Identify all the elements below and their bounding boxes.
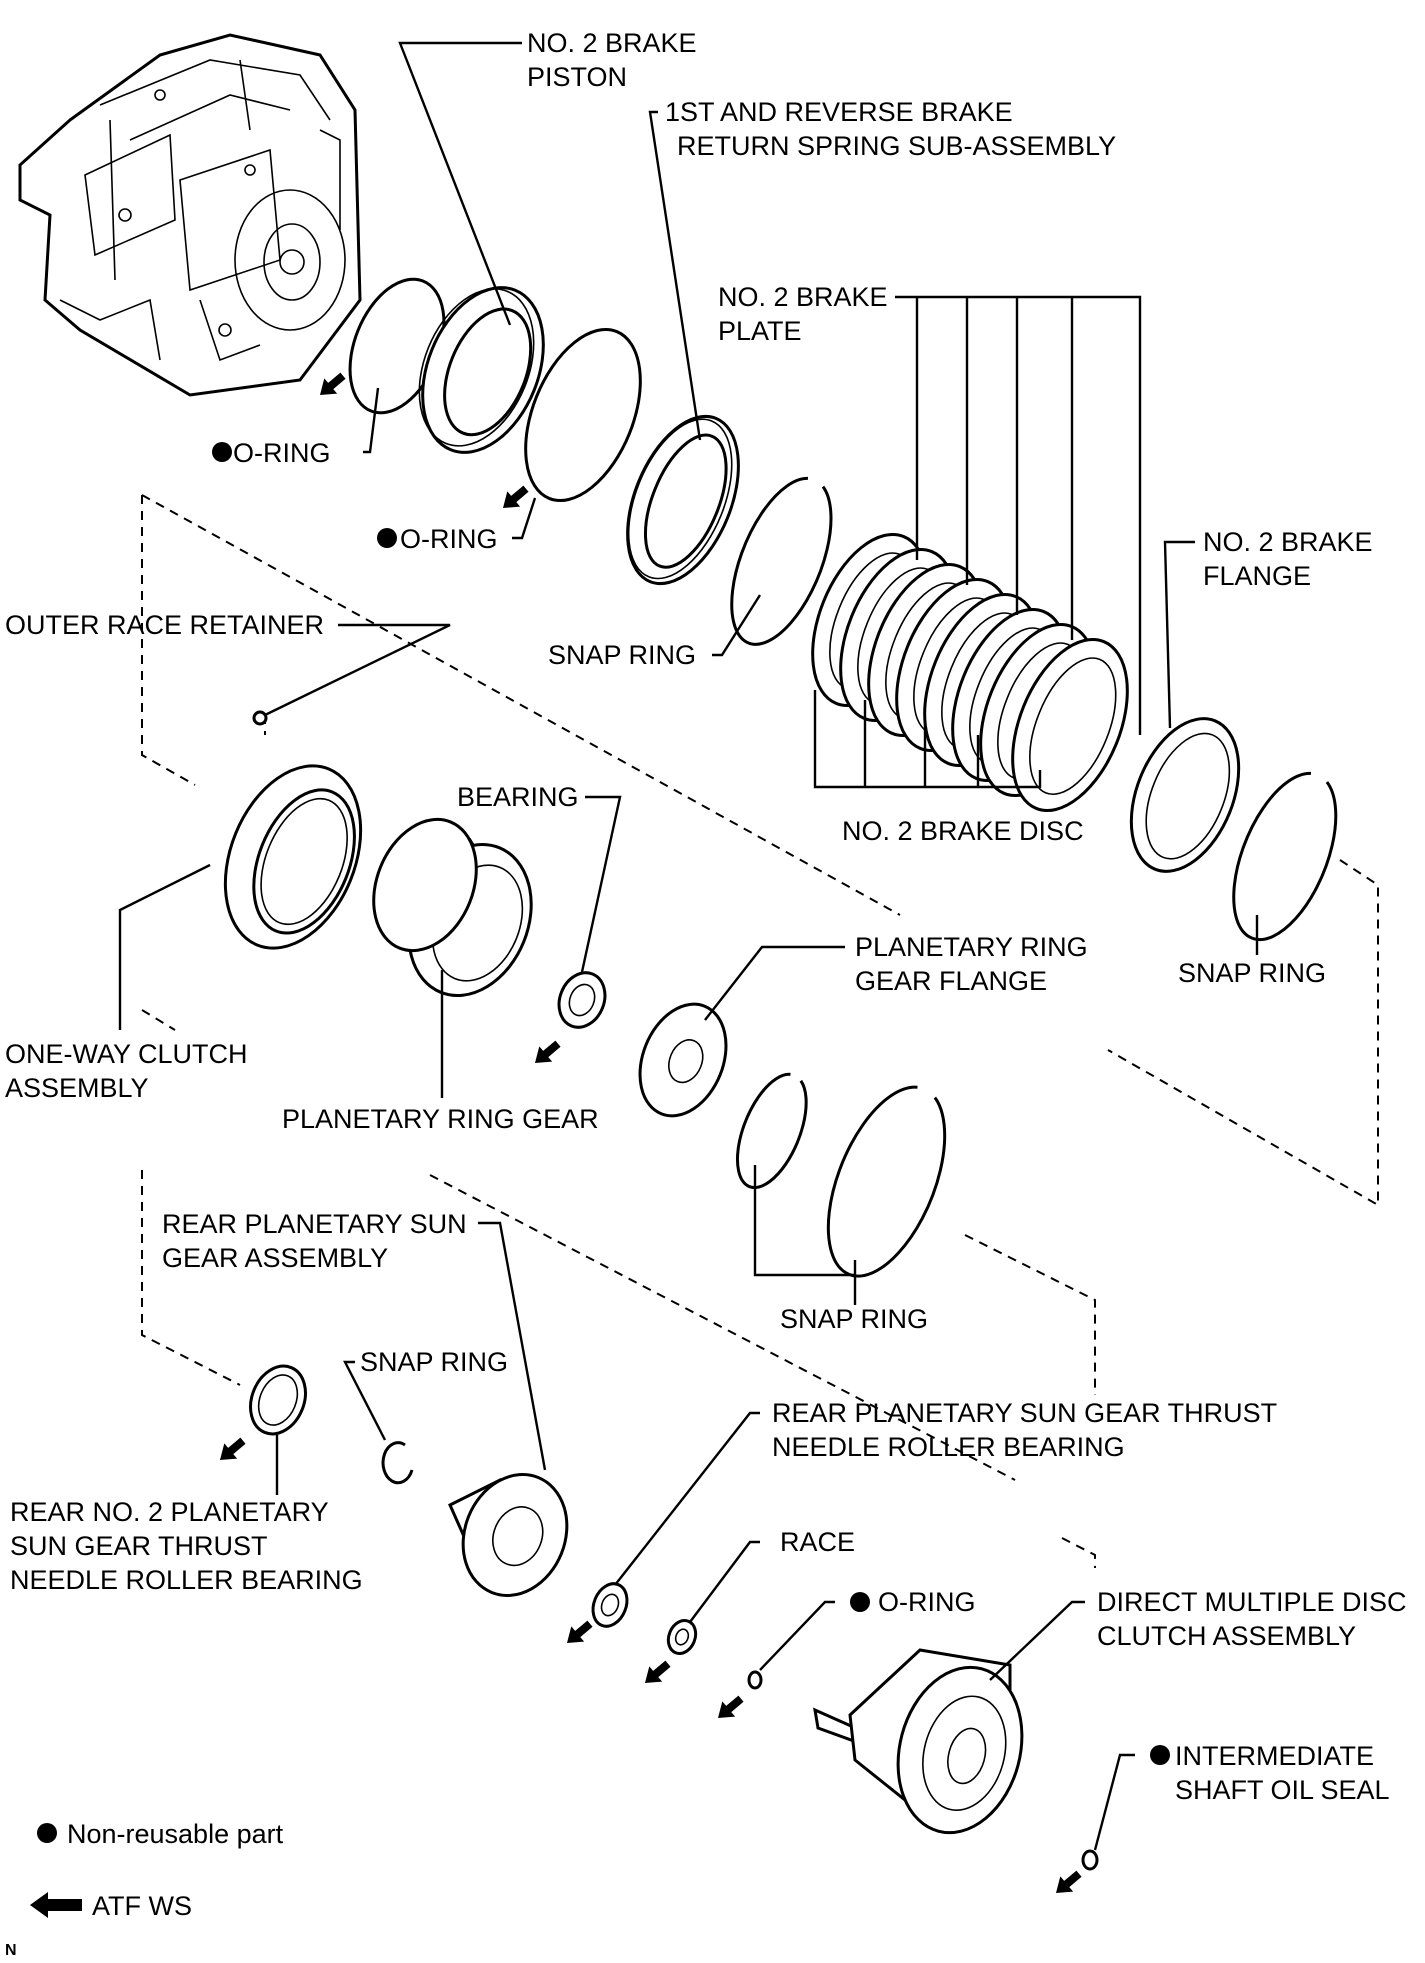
outer-race-retainer-part: [252, 710, 268, 726]
label-rear-no2-line1: REAR NO. 2 PLANETARY: [10, 1497, 329, 1527]
rear-no2-thrust-bearing-part: [249, 1364, 307, 1436]
atf-arrow-icon: [1056, 1870, 1082, 1893]
direct-clutch-part: [813, 1648, 1024, 1835]
parts: [223, 277, 1338, 1871]
atf-arrow-icon: [503, 485, 529, 508]
label-direct-clutch-line1: DIRECT MULTIPLE DISC: [1097, 1587, 1407, 1617]
label-no2-brake-flange-line2: FLANGE: [1203, 561, 1311, 591]
leader-lines: [118, 41, 1259, 1851]
legend: Non-reusable part ATF WS N: [5, 1819, 284, 1959]
label-snap-ring-1: SNAP RING: [548, 640, 696, 670]
planetary-ring-gear-part: [372, 817, 533, 998]
snap-ring-3-part: [735, 1072, 808, 1190]
label-one-way-clutch-line2: ASSEMBLY: [5, 1073, 149, 1103]
label-outer-race-retainer: OUTER RACE RETAINER: [5, 610, 324, 640]
label-rear-no2-line2: SUN GEAR THRUST: [10, 1531, 268, 1561]
brake-flange-part: [1129, 717, 1241, 873]
filled-circle-icon: [850, 1592, 870, 1612]
label-no2-brake-flange-line1: NO. 2 BRAKE: [1203, 527, 1373, 557]
legend-non-reusable-text: Non-reusable part: [67, 1819, 284, 1849]
label-o-ring-3: O-RING: [878, 1587, 976, 1617]
bearing-part: [557, 971, 607, 1029]
brake-piston-part: [418, 286, 545, 454]
atf-arrow-icon: [567, 1620, 593, 1643]
label-return-spring-line2: RETURN SPRING SUB-ASSEMBLY: [677, 131, 1116, 161]
ring-gear-flange-part: [638, 1002, 728, 1118]
label-snap-ring-4: SNAP RING: [360, 1347, 508, 1377]
snap-ring-4-part: [381, 1441, 414, 1485]
label-rear-no2-line3: NEEDLE ROLLER BEARING: [10, 1565, 363, 1595]
label-no2-brake-plate-line2: PLATE: [718, 316, 802, 346]
label-direct-clutch-line2: CLUTCH ASSEMBLY: [1097, 1621, 1356, 1651]
oil-seal-part: [1081, 1849, 1099, 1871]
filled-circle-icon: [212, 442, 232, 462]
snap-ring-2-part: [1232, 771, 1338, 942]
o-ring-3-part: [747, 1670, 763, 1690]
atf-arrow-icon: [220, 1437, 246, 1460]
label-oil-seal-line1: INTERMEDIATE: [1175, 1741, 1374, 1771]
label-no2-brake-piston-line2: PISTON: [527, 62, 627, 92]
atf-arrow-icon: [535, 1040, 561, 1063]
label-no2-brake-disc: NO. 2 BRAKE DISC: [842, 816, 1084, 846]
race-part: [666, 1619, 698, 1655]
label-oil-seal-line2: SHAFT OIL SEAL: [1175, 1775, 1390, 1805]
label-race: RACE: [780, 1527, 855, 1557]
label-sun-gear-line1: REAR PLANETARY SUN: [162, 1209, 467, 1239]
label-ring-gear-flange-line2: GEAR FLANGE: [855, 966, 1047, 996]
snap-ring-1-part: [730, 476, 833, 646]
label-return-spring-line1: 1ST AND REVERSE BRAKE: [665, 97, 1013, 127]
filled-circle-icon: [37, 1823, 57, 1843]
sun-gear-part: [448, 1473, 569, 1597]
label-snap-ring-2: SNAP RING: [1178, 958, 1326, 988]
labels: NO. 2 BRAKE PISTON 1ST AND REVERSE BRAKE…: [5, 28, 1407, 1805]
atf-arrow-icon: [718, 1695, 744, 1718]
label-sun-gear-thrust-line1: REAR PLANETARY SUN GEAR THRUST: [772, 1398, 1277, 1428]
label-o-ring-2: O-RING: [400, 524, 498, 554]
non-reusable-markers: [37, 442, 1170, 1843]
dashed-guides: [141, 494, 1379, 1568]
label-no2-brake-plate-line1: NO. 2 BRAKE: [718, 282, 888, 312]
filled-circle-icon: [1150, 1745, 1170, 1765]
brake-pack-part: [811, 532, 1129, 813]
atf-arrows: [220, 372, 1082, 1893]
atf-arrow-icon: [320, 372, 346, 395]
label-bearing: BEARING: [457, 782, 579, 812]
legend-atf-text: ATF WS: [92, 1891, 192, 1921]
return-spring-part: [626, 414, 740, 586]
label-ring-gear-flange-line1: PLANETARY RING: [855, 932, 1088, 962]
snap-ring-large-part: [826, 1085, 947, 1278]
label-sun-gear-thrust-line2: NEEDLE ROLLER BEARING: [772, 1432, 1125, 1462]
transaxle-case-illustration: [18, 33, 362, 397]
filled-circle-icon: [377, 528, 397, 548]
label-planetary-ring-gear: PLANETARY RING GEAR: [282, 1104, 599, 1134]
label-o-ring-1: O-RING: [233, 438, 331, 468]
corner-mark: N: [5, 1942, 17, 1959]
label-one-way-clutch-line1: ONE-WAY CLUTCH: [5, 1039, 248, 1069]
atf-arrow-icon: [645, 1660, 671, 1683]
one-way-clutch-part: [223, 764, 363, 950]
label-sun-gear-line2: GEAR ASSEMBLY: [162, 1243, 388, 1273]
o-ring-2-part: [524, 327, 642, 503]
label-snap-ring-3: SNAP RING: [780, 1304, 928, 1334]
sun-gear-thrust-bearing-part: [591, 1582, 629, 1628]
label-no2-brake-piston-line1: NO. 2 BRAKE: [527, 28, 697, 58]
left-arrow-icon: [30, 1892, 82, 1918]
